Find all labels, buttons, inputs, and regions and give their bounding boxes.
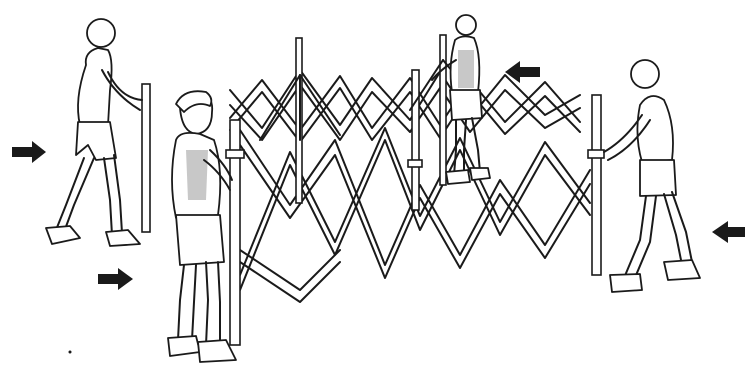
arrow-left-icon [712,221,745,243]
person-shoe [664,260,700,280]
person-shorts [76,122,116,160]
speck [69,351,72,354]
person-left-back [46,19,142,246]
person-shorts [640,160,676,196]
person-shoe [610,274,642,292]
person-head [87,19,115,47]
person-shoe [446,170,470,184]
frame-leg-back-right [440,35,446,185]
arrow-right-outer [712,221,745,243]
person-shorts [176,215,224,265]
arrow-right-icon [98,268,133,290]
person-shirt [78,48,112,125]
frame-back-truss [230,70,580,142]
frame-leg-far-left [142,84,150,232]
person-head [631,60,659,88]
person-left-front [168,91,236,362]
person-shoe [168,336,200,356]
person-shoe [470,168,490,180]
arrow-right-icon [12,141,46,163]
person-shoe [46,226,80,244]
arrow-left-lower [98,268,133,290]
person-shorts [450,90,482,120]
person-right [604,60,700,292]
person-head [456,15,476,35]
frame-leg-right [592,95,601,275]
arrow-left-outer [12,141,46,163]
frame-leg-mid [412,70,419,210]
person-shoe [106,230,140,246]
